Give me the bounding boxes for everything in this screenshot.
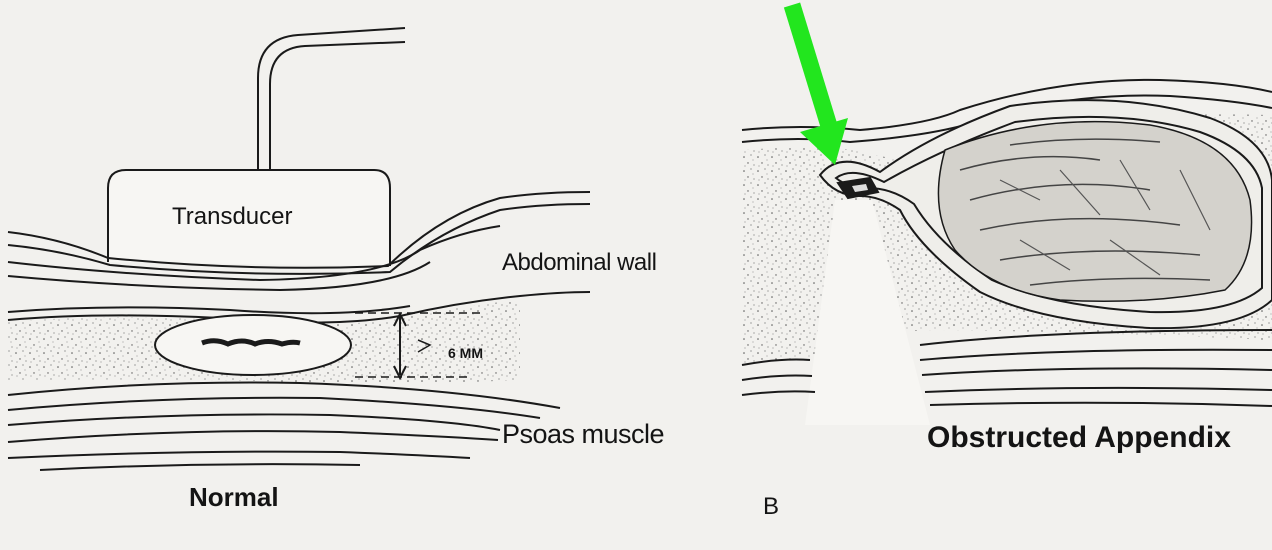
measurement-label: 6 MM: [448, 346, 483, 360]
obstructed-caption: Obstructed Appendix: [927, 423, 1231, 453]
panel-b-label: B: [763, 495, 779, 519]
transducer-label: Transducer: [172, 205, 293, 229]
abdominal-wall-label: Abdominal wall: [502, 251, 656, 275]
psoas-muscle-label: Psoas muscle: [502, 421, 664, 448]
appendix-mass: [938, 122, 1251, 302]
normal-caption: Normal: [189, 484, 279, 510]
